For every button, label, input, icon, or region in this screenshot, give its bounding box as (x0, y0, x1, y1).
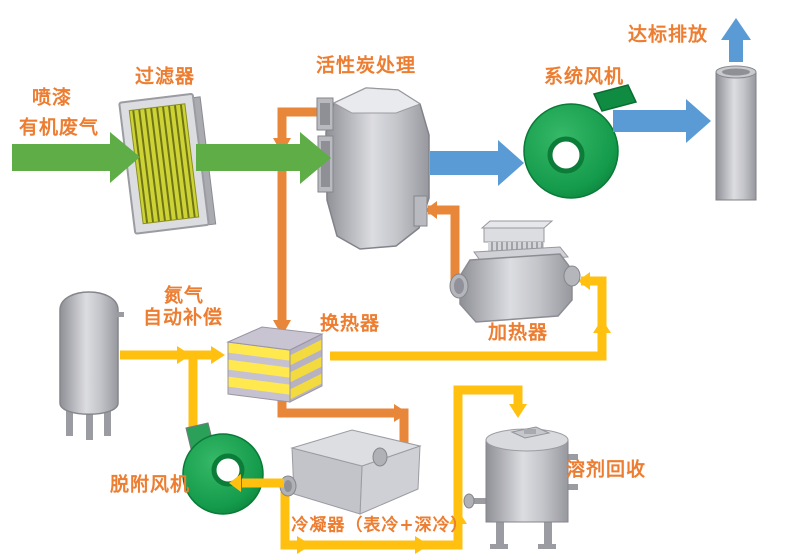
label-heat-exchanger: 换热器 (319, 312, 381, 335)
label-nitrogen-line1: 氮气 (163, 284, 205, 307)
nitrogen-tank (59, 291, 124, 440)
label-activated-carbon: 活性炭处理 (315, 54, 417, 77)
condenser-unit (279, 429, 422, 515)
solvent-recovery-tank (463, 426, 578, 549)
pipe-condensate-to-solvent (280, 385, 523, 550)
label-desorption-fan: 脱附风机 (109, 473, 191, 496)
inlet-flow-arrow (12, 132, 140, 183)
treated-flow-arrow (430, 140, 524, 186)
label-heater: 加热器 (487, 321, 549, 344)
label-nitrogen-line2: 自动补偿 (142, 306, 224, 329)
heat-exchanger-unit (226, 326, 324, 403)
label-inlet-line1: 喷漆 (31, 86, 73, 109)
flow-arrows (12, 18, 751, 492)
label-condenser: 冷凝器（表冷+深冷） (291, 515, 469, 536)
label-solvent-recovery: 溶剂回收 (565, 458, 647, 481)
exhaust-stack (715, 65, 757, 201)
pipe-carbon-to-exchanger (277, 107, 324, 324)
label-filter: 过滤器 (134, 65, 196, 88)
label-emission: 达标排放 (627, 23, 709, 46)
pipe-exchanger-to-heater (330, 276, 607, 361)
emission-up-arrow (721, 18, 751, 62)
label-inlet-line2: 有机废气 (18, 116, 100, 139)
desorption-fan (182, 422, 264, 515)
pipe-heater-to-carbon (428, 205, 460, 282)
fan-to-stack-arrow (613, 99, 711, 143)
filtered-flow-arrow (196, 132, 331, 184)
heater-unit (449, 220, 581, 323)
system-fan (523, 84, 638, 199)
label-system-fan: 系统风机 (543, 65, 625, 88)
activated-carbon-unit (316, 87, 430, 250)
